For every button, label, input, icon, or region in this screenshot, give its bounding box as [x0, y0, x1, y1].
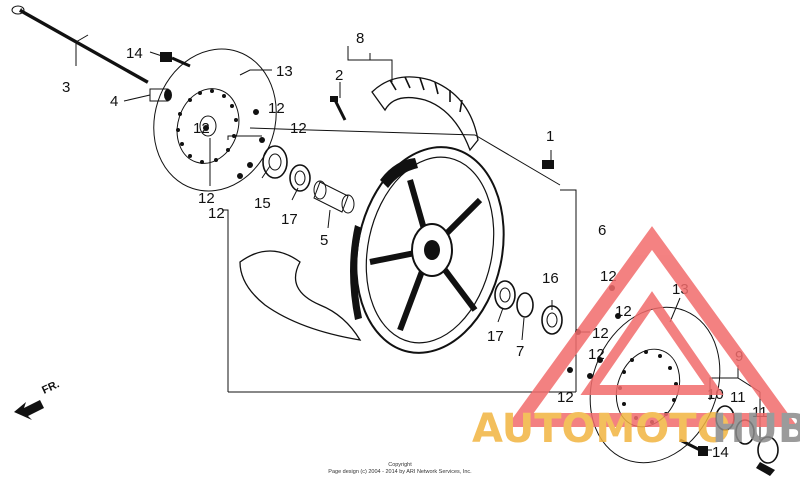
front-direction-arrow: FR.: [14, 378, 61, 420]
automotohub-watermark: AUTOMOTO HUB: [472, 226, 800, 452]
bearing-17-right: [494, 280, 516, 310]
callout-14-a: 14: [126, 45, 143, 62]
callout-7: 7: [516, 343, 524, 360]
callout-12-i: 12: [588, 346, 605, 363]
tire-top: [371, 76, 479, 152]
callout-15: 15: [254, 195, 271, 212]
copyright-notice: Copyright Page design (c) 2004 - 2014 by…: [328, 462, 472, 475]
callout-5: 5: [320, 232, 328, 249]
callout-17-a: 17: [281, 211, 298, 228]
copyright-line2: Page design (c) 2004 - 2014 by ARI Netwo…: [328, 469, 472, 475]
callout-3: 3: [62, 79, 70, 96]
copyright-line1: Copyright: [388, 462, 412, 468]
callout-1: 1: [546, 128, 554, 145]
bearing-17-left: [289, 164, 311, 192]
callout-12-j: 12: [557, 389, 574, 406]
callout-12-g: 12: [615, 303, 632, 320]
tire-bottom: [239, 250, 362, 341]
watermark-triangle-icon: [506, 226, 798, 427]
callout-6: 6: [598, 222, 606, 239]
callout-14-b: 14: [712, 444, 729, 461]
callout-12-e: 12: [208, 205, 225, 222]
watermark-text-left: AUTOMOTO: [472, 406, 731, 452]
callout-11-a: 11: [730, 389, 746, 406]
brake-disc-left: [153, 48, 277, 192]
bearing-15: [262, 145, 288, 179]
watermark-text-right: HUB: [712, 406, 800, 452]
callout-4: 4: [110, 93, 118, 110]
bolt-bottom: [679, 438, 708, 456]
valve: [330, 96, 347, 121]
bearing-16: [541, 305, 563, 335]
callout-labels: 1 2 3 4 5 6 7 8 9 10 11 11 12 12 12 12 1…: [62, 30, 768, 461]
direction-label: FR.: [40, 378, 61, 396]
leader-lines: [75, 34, 761, 451]
callout-8: 8: [356, 30, 364, 47]
callout-16: 16: [542, 270, 559, 287]
bolt-top: [160, 52, 191, 68]
callout-2: 2: [335, 67, 343, 84]
callout-12-c: 12: [193, 120, 210, 137]
axle: [11, 5, 151, 84]
callout-12-b: 12: [290, 120, 307, 137]
callout-13-a: 13: [276, 63, 293, 80]
callout-12-a: 12: [268, 100, 285, 117]
distance-collar: [313, 180, 355, 214]
callout-12-h: 12: [592, 325, 609, 342]
dust-seal: [516, 292, 534, 318]
wheel-rim: [350, 146, 505, 354]
bolt-1: [542, 160, 554, 169]
callout-17-b: 17: [487, 328, 504, 345]
callout-12-d: 12: [198, 190, 215, 207]
collar: [149, 88, 172, 102]
